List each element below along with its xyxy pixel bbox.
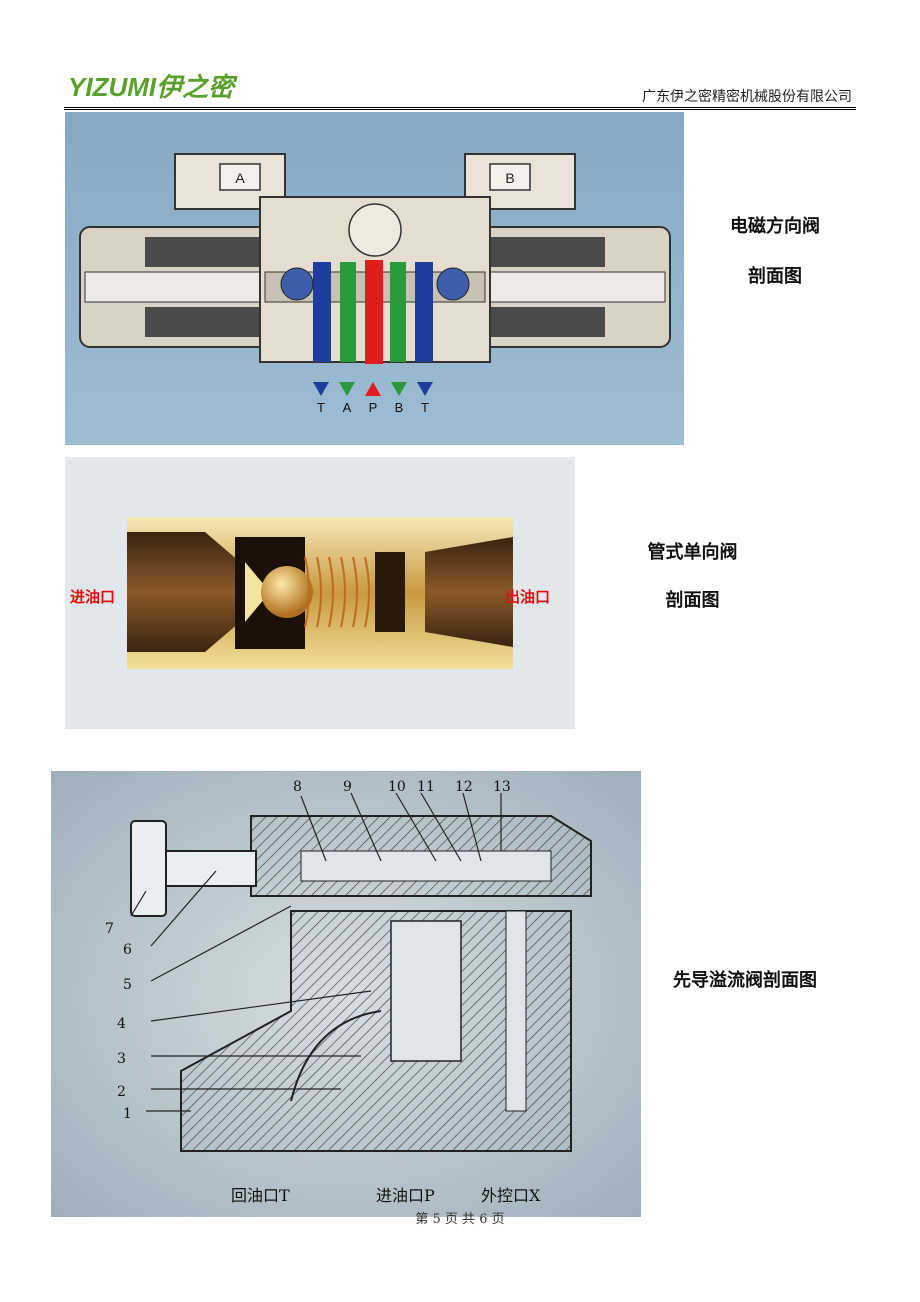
- port-label: P: [369, 400, 378, 415]
- port-label-external-control: 外控口X: [481, 1186, 541, 1205]
- coil-label-a: A: [235, 170, 245, 186]
- part-number: 13: [493, 779, 511, 795]
- port-label-inlet: 进油口P: [376, 1186, 435, 1205]
- part-number: 11: [417, 779, 435, 795]
- port-marker-t-right: [417, 382, 433, 396]
- part-number: 7: [105, 921, 114, 937]
- figure-caption: 管式单向阀: [647, 542, 738, 563]
- company-name: 广东伊之密精密机械股份有限公司: [642, 89, 852, 105]
- part-number: 3: [117, 1051, 126, 1067]
- figure-caption: 电磁方向阀: [730, 216, 820, 237]
- page-number: 第 5 页 共 6 页: [415, 1212, 505, 1227]
- check-valve-section-image: 进油口 出油口: [65, 457, 575, 729]
- outlet-label: 出油口: [505, 588, 550, 606]
- port-marker-t-left: [313, 382, 329, 396]
- company-logo: YIZUMI伊之密: [68, 72, 248, 102]
- logo-text: YIZUMI伊之密: [68, 72, 238, 102]
- part-number: 8: [293, 779, 302, 795]
- part-number: 2: [117, 1084, 126, 1100]
- part-number: 6: [123, 942, 132, 958]
- figure-caption: 剖面图: [665, 590, 720, 611]
- port-label: T: [421, 400, 429, 415]
- port-label: B: [395, 400, 404, 415]
- part-number: 10: [388, 779, 406, 795]
- port-label: T: [317, 400, 325, 415]
- port-label: A: [343, 400, 352, 415]
- header-rule-thin: [64, 109, 856, 110]
- part-number: 1: [123, 1106, 132, 1122]
- port-marker-p: [365, 382, 381, 396]
- figure-caption: 剖面图: [748, 266, 802, 287]
- part-number: 9: [343, 779, 352, 795]
- port-marker-a: [339, 382, 355, 396]
- relief-valve-section-image: 1 2 3 4 5 6 7 8 9 10 11 12 13 回油口T 进油口P …: [51, 771, 641, 1217]
- coil-label-b: B: [505, 170, 514, 186]
- inlet-label: 进油口: [70, 588, 115, 606]
- part-number: 5: [123, 977, 132, 993]
- figure-caption: 先导溢流阀剖面图: [673, 970, 817, 991]
- port-label-return: 回油口T: [231, 1186, 290, 1205]
- part-number: 4: [117, 1016, 126, 1032]
- header-rule: [64, 107, 856, 108]
- part-number: 12: [455, 779, 473, 795]
- port-marker-b: [391, 382, 407, 396]
- solenoid-valve-section-image: A B T A P B T: [65, 112, 684, 445]
